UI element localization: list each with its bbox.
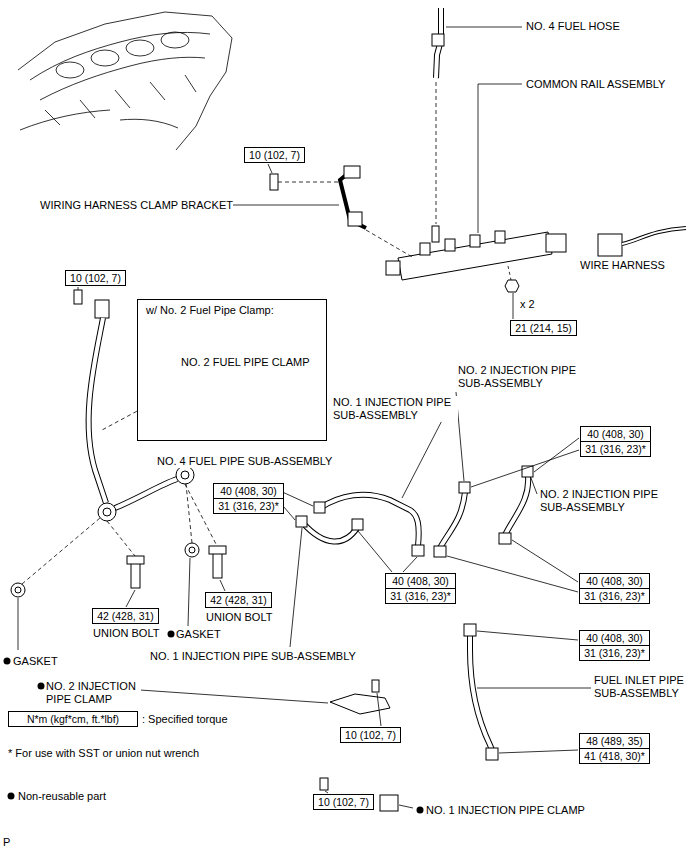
torque-value: 40 (408, 30): [580, 631, 649, 645]
torque-value: 10 (102, 7): [66, 271, 125, 285]
common-rail: [386, 226, 686, 280]
torque-value: 41 (418, 30)*: [580, 748, 649, 763]
engine-sketch: [18, 12, 232, 150]
torque-box: 10 (102, 7): [244, 147, 305, 163]
option-heading: w/ No. 2 Fuel Pipe Clamp:: [146, 304, 274, 317]
part-label: UNION BOLT: [93, 627, 159, 640]
torque-value: 31 (316, 23)*: [581, 441, 650, 456]
torque-value: 21 (214, 15): [511, 321, 576, 335]
torque-value: 40 (408, 30): [581, 427, 650, 441]
note-text: P: [3, 836, 10, 849]
part-label: GASKET: [13, 655, 58, 668]
legend-box: N*m (kgf*cm, ft.*lbf): [8, 711, 138, 727]
part-label: NO. 2 INJECTION PIPE SUB-ASSEMBLY: [458, 364, 583, 390]
note-text: * For use with SST or union nut wrench: [8, 747, 199, 760]
torque-value: N*m (kgf*cm, ft.*lbf): [9, 712, 137, 726]
torque-box: 40 (408, 30)31 (316, 23)*: [579, 573, 650, 604]
torque-box: 48 (489, 35)41 (418, 30)*: [579, 733, 650, 764]
torque-value: 40 (408, 30): [580, 574, 649, 588]
torque-value: 40 (408, 30): [386, 574, 455, 588]
torque-value: 31 (316, 23)*: [580, 588, 649, 603]
leader-lines: [18, 27, 591, 808]
part-label: NO. 1 INJECTION PIPE SUB-ASSEMBLY: [333, 396, 458, 422]
torque-box: 40 (408, 30)31 (316, 23)*: [385, 573, 456, 604]
torque-box: 40 (408, 30)31 (316, 23)*: [213, 483, 284, 514]
torque-box: 10 (102, 7): [65, 270, 126, 286]
fuel-hose: [432, 8, 444, 224]
injection-pipes: [296, 466, 533, 811]
part-label: NO. 2 FUEL PIPE CLAMP: [181, 356, 310, 369]
non-reusable-dots: [4, 631, 424, 814]
note-text: NO. 1 INJECTION PIPE CLAMP: [426, 804, 585, 817]
torque-value: 10 (102, 7): [341, 728, 400, 742]
torque-value: 31 (316, 23)*: [386, 588, 455, 603]
torque-box: 40 (408, 30)31 (316, 23)*: [579, 630, 650, 661]
torque-box: 10 (102, 7): [340, 727, 401, 743]
part-label: COMMON RAIL ASSEMBLY: [526, 78, 665, 91]
torque-box: 21 (214, 15): [510, 320, 577, 336]
torque-box: 40 (408, 30)31 (316, 23)*: [580, 426, 651, 457]
part-label: WIRE HARNESS: [580, 259, 665, 272]
harness-bracket: [270, 166, 519, 292]
part-label: WIRING HARNESS CLAMP BRACKET: [40, 199, 233, 212]
torque-value: 48 (489, 35): [580, 734, 649, 748]
part-label: NO. 1 INJECTION PIPE SUB-ASSEMBLY: [150, 650, 356, 663]
legend-text: Non-reusable part: [18, 790, 106, 803]
torque-value: 40 (408, 30): [214, 484, 283, 498]
torque-value: 10 (102, 7): [314, 795, 373, 809]
torque-value: 31 (316, 23)*: [580, 645, 649, 660]
part-label: UNION BOLT: [206, 611, 272, 624]
note-text: : Specified torque: [142, 713, 228, 726]
part-label: GASKET: [176, 628, 221, 641]
torque-value: 42 (428, 31): [206, 593, 271, 607]
part-label: FUEL INLET PIPE SUB-ASSEMBLY: [594, 674, 686, 700]
torque-box: 42 (428, 31): [92, 608, 159, 624]
torque-value: 10 (102, 7): [245, 148, 304, 162]
part-label: NO. 4 FUEL PIPE SUB-ASSEMBLY: [157, 455, 332, 468]
torque-value: 31 (316, 23)*: [214, 498, 283, 513]
part-label: NO. 4 FUEL HOSE: [526, 20, 620, 33]
torque-box: 10 (102, 7): [313, 794, 374, 810]
part-label: NO. 2 INJECTION PIPE CLAMP: [46, 680, 141, 706]
part-label: x 2: [520, 298, 535, 311]
torque-value: 42 (428, 31): [93, 609, 158, 623]
torque-box: 42 (428, 31): [205, 592, 272, 608]
option-box: w/ No. 2 Fuel Pipe Clamp: NO. 2 FUEL PIPE…: [137, 299, 327, 441]
part-label: NO. 2 INJECTION PIPE SUB-ASSEMBLY: [540, 488, 665, 514]
